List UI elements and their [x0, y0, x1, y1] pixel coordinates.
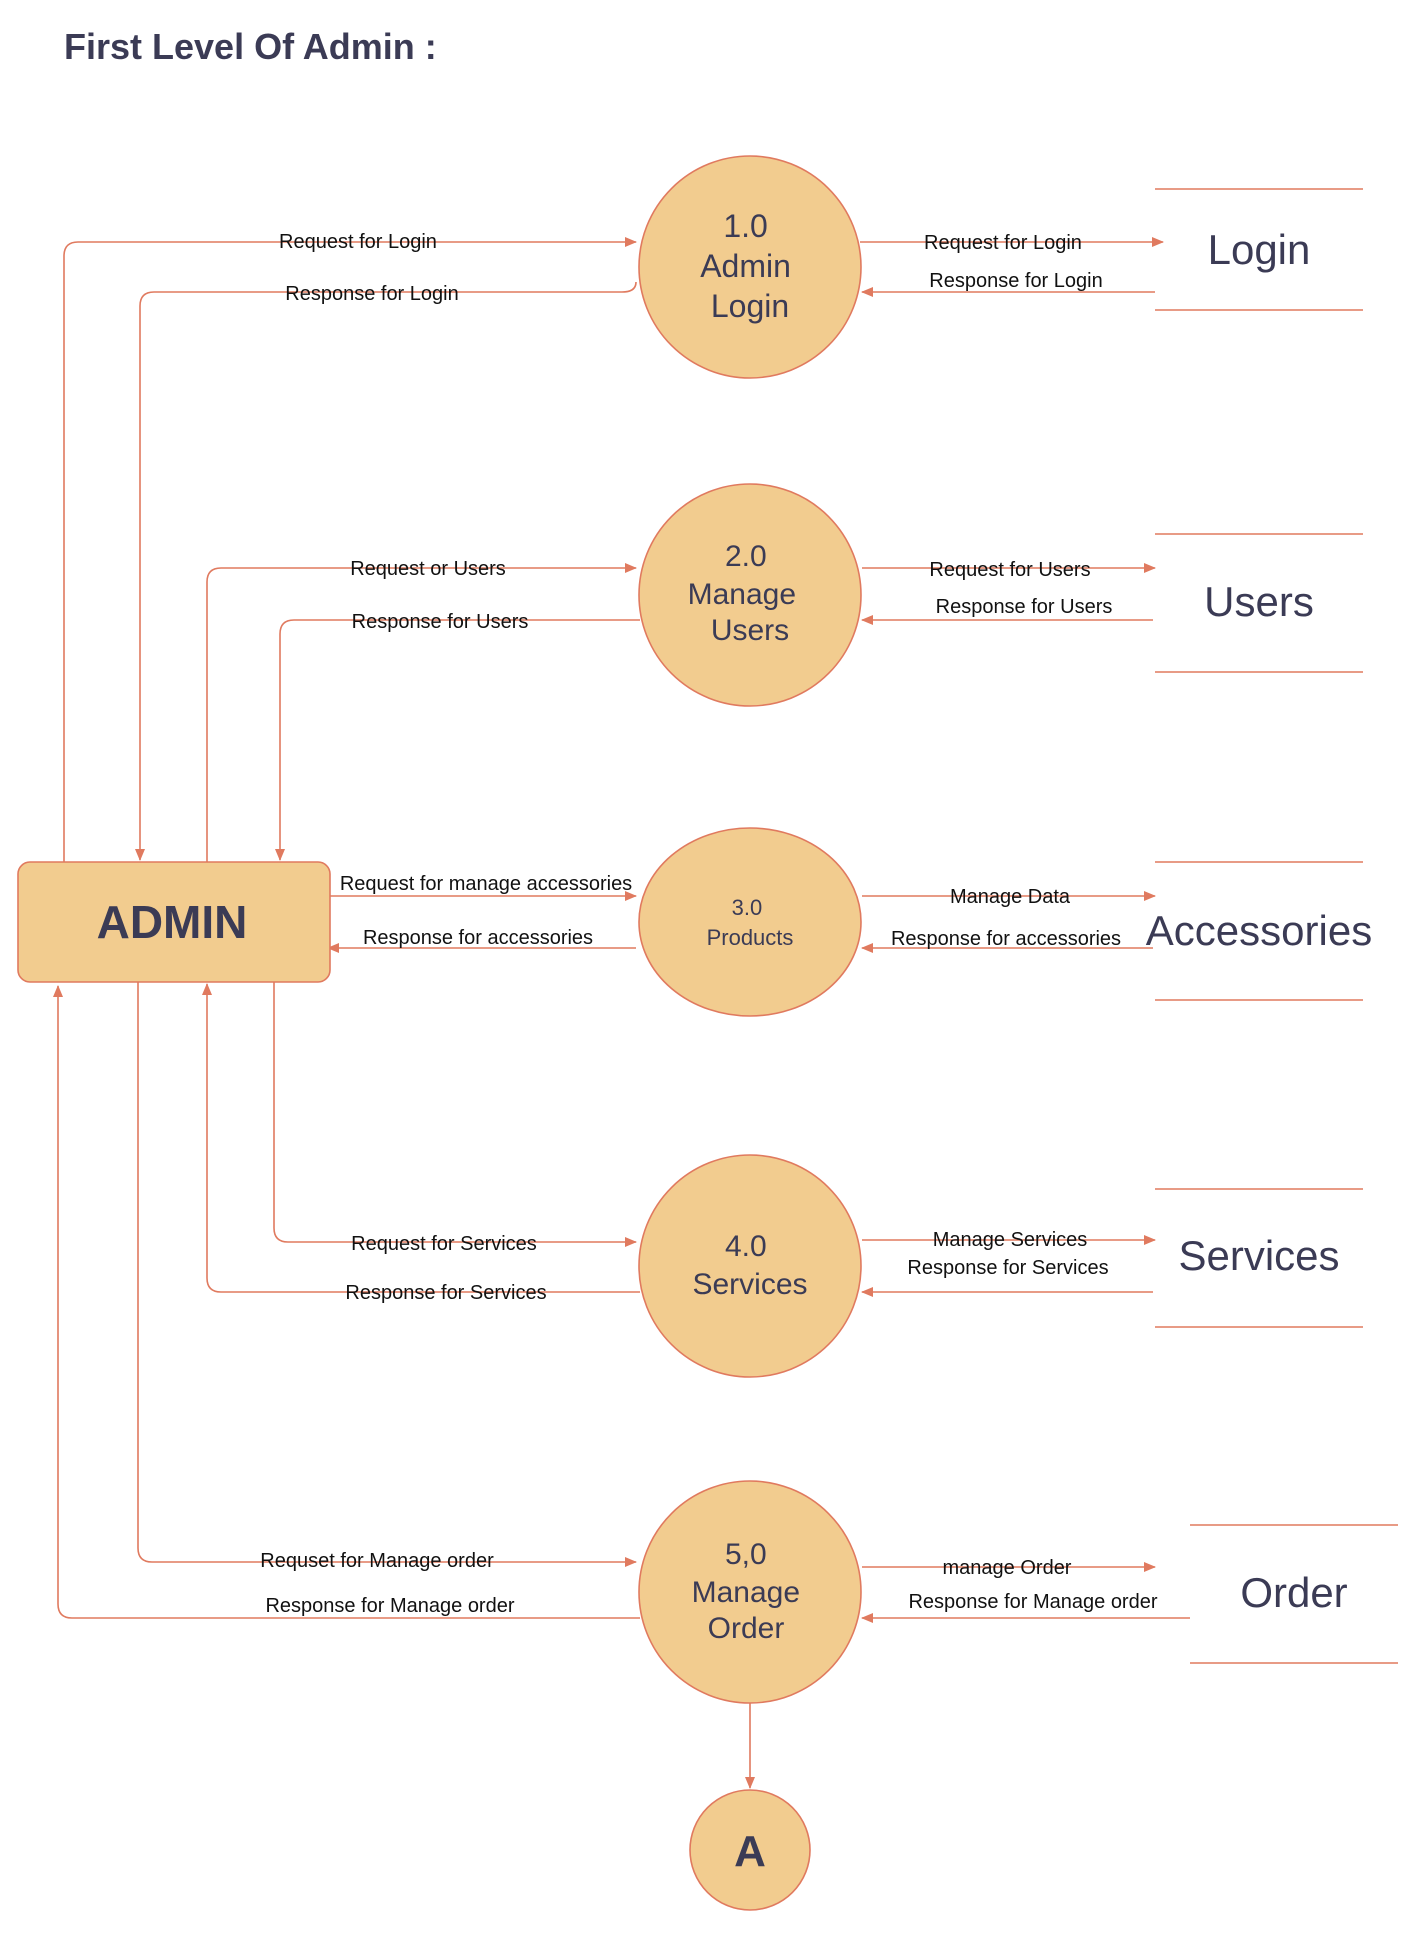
connector-a-label: A [734, 1827, 766, 1876]
store-s4: Services [1155, 1188, 1363, 1328]
process-p3: 3.0 Products [638, 827, 862, 1017]
process-p1-line-2: Admin [700, 248, 791, 284]
connector-a-circle [689, 1789, 811, 1911]
process-p1: 1.0 Admin Login [638, 155, 862, 379]
process-p2-line-3: Users [711, 614, 789, 647]
flow-line-f13 [273, 982, 637, 1247]
flow-label-f20: Response for Manage order [908, 1591, 1157, 1613]
admin-entity-box [17, 861, 331, 983]
flow-label-f12: Response for accessories [891, 928, 1121, 950]
svg-text:1.0 Admin Logi: 1.0 Admin Login [700, 208, 800, 324]
process-p3-circle [638, 827, 862, 1017]
process-p2-circle [638, 483, 862, 707]
flow-label-f13: Request for Services [351, 1233, 537, 1255]
process-p5-circle [638, 1480, 862, 1704]
flow-line-f5 [206, 563, 637, 862]
flow-label-f15: Manage Services [933, 1229, 1088, 1251]
process-p1-line-1: 1.0 [723, 208, 767, 244]
flow-label-f10: Response for accessories [363, 927, 593, 949]
process-p2: 2.0 Manage Users [638, 483, 862, 707]
store-s3: Accessories [1146, 861, 1372, 1001]
store-s1-label: Login [1208, 226, 1311, 273]
flow-label-f3: Request for Login [924, 232, 1082, 254]
store-s4-label: Services [1178, 1232, 1339, 1279]
svg-text:4.0 Services: 4.0 Services [692, 1230, 807, 1301]
process-p5: 5,0 Manage Order [638, 1480, 862, 1704]
flow-label-f14: Response for Services [345, 1282, 546, 1304]
process-p3-line-1: 3.0 [732, 895, 763, 920]
flow-label-f8: Response for Users [936, 596, 1113, 618]
process-p2-line-2: Manage [688, 578, 796, 611]
svg-text:3.0 Products: 3.0 Products [707, 895, 794, 950]
process-p4-circle [638, 1154, 862, 1378]
process-p1-line-3: Login [711, 288, 789, 324]
flow-label-f5: Request or Users [350, 558, 506, 580]
flow-label-f18: Response for Manage order [265, 1595, 514, 1617]
flow-line-f1 [63, 237, 637, 862]
diagram-title: First Level Of Admin : [64, 26, 437, 67]
flow-label-f2: Response for Login [285, 283, 458, 305]
process-p1-circle [638, 155, 862, 379]
store-s5: Order [1190, 1524, 1398, 1664]
flow-line-f17 [137, 982, 637, 1567]
store-s3-label: Accessories [1146, 907, 1372, 954]
flow-label-f19: manage Order [943, 1557, 1072, 1579]
process-p5-line-2: Manage [692, 1576, 800, 1609]
flow-line-f2 [135, 281, 637, 861]
process-p2-line-1: 2.0 [725, 540, 767, 573]
admin-entity-label: ADMIN [97, 896, 248, 948]
flow-line-f14 [202, 983, 640, 1293]
flow-line-f6 [275, 619, 640, 861]
flow-label-f9: Request for manage accessories [340, 873, 632, 895]
flow-label-f11: Manage Data [950, 886, 1071, 908]
store-s5-label: Order [1240, 1569, 1347, 1616]
flow-label-f6: Response for Users [352, 611, 529, 633]
store-s2: Users [1155, 533, 1363, 673]
process-p5-line-3: Order [708, 1612, 785, 1645]
connector-a: A [689, 1789, 811, 1911]
process-p4-line-2: Services [692, 1268, 807, 1301]
flow-line-f18 [53, 985, 640, 1619]
flow-label-f1: Request for Login [279, 231, 437, 253]
process-p5-line-1: 5,0 [725, 1538, 767, 1571]
flow-label-f4: Response for Login [929, 270, 1102, 292]
store-s1: Login [1155, 188, 1363, 311]
admin-entity: ADMIN [17, 861, 331, 983]
process-p4: 4.0 Services [638, 1154, 862, 1378]
svg-text:5,0 Manage Ord: 5,0 Manage Order [692, 1538, 809, 1645]
store-s2-label: Users [1204, 578, 1314, 625]
process-p4-line-1: 4.0 [725, 1230, 767, 1263]
flow-label-f16: Response for Services [907, 1257, 1108, 1279]
flow-label-f7: Request for Users [929, 559, 1090, 581]
flow-label-f17: Requset for Manage order [260, 1550, 494, 1572]
process-p3-line-2: Products [707, 925, 794, 950]
svg-text:2.0 Manage Use: 2.0 Manage Users [688, 540, 805, 647]
